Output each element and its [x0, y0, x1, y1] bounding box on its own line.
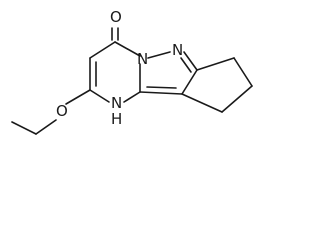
bond-c9-c9a	[181, 93, 223, 113]
bond-c2-n1	[89, 89, 110, 103]
bond-c6a-c9a	[181, 69, 198, 95]
atom-labels: O N N N H O	[56, 8, 183, 128]
bond-c4-n5	[114, 41, 141, 57]
bond-c2-o	[65, 89, 91, 105]
bond-c9a-c8a-inner	[146, 86, 177, 89]
ring-nitrogen-h-label: N	[111, 94, 122, 112]
ring-nitrogen-top-label: N	[137, 50, 148, 68]
bond-c7-c8	[233, 57, 253, 87]
bond-c4-c3	[89, 41, 116, 59]
bond-c6a-c7	[196, 57, 235, 71]
bond-lines	[11, 27, 253, 135]
bond-c8-c9	[221, 85, 253, 113]
ring-nitrogen-h-hydrogen-label: H	[111, 110, 122, 128]
bond-n5-n6	[147, 51, 171, 59]
bond-ch2-ch3	[11, 121, 37, 135]
bond-o-ch2	[35, 119, 57, 135]
carbonyl-oxygen-label: O	[110, 8, 122, 26]
bond-n6-c6a	[183, 51, 198, 71]
ether-oxygen-label: O	[56, 102, 68, 120]
bond-c9a-c8a	[139, 91, 183, 95]
bond-n6-c6a-inner	[180, 57, 192, 73]
bond-n1-c8a	[123, 91, 141, 103]
pyrazole-nitrogen-label: N	[172, 41, 183, 59]
chemical-structure: O N N N H O	[11, 8, 253, 135]
